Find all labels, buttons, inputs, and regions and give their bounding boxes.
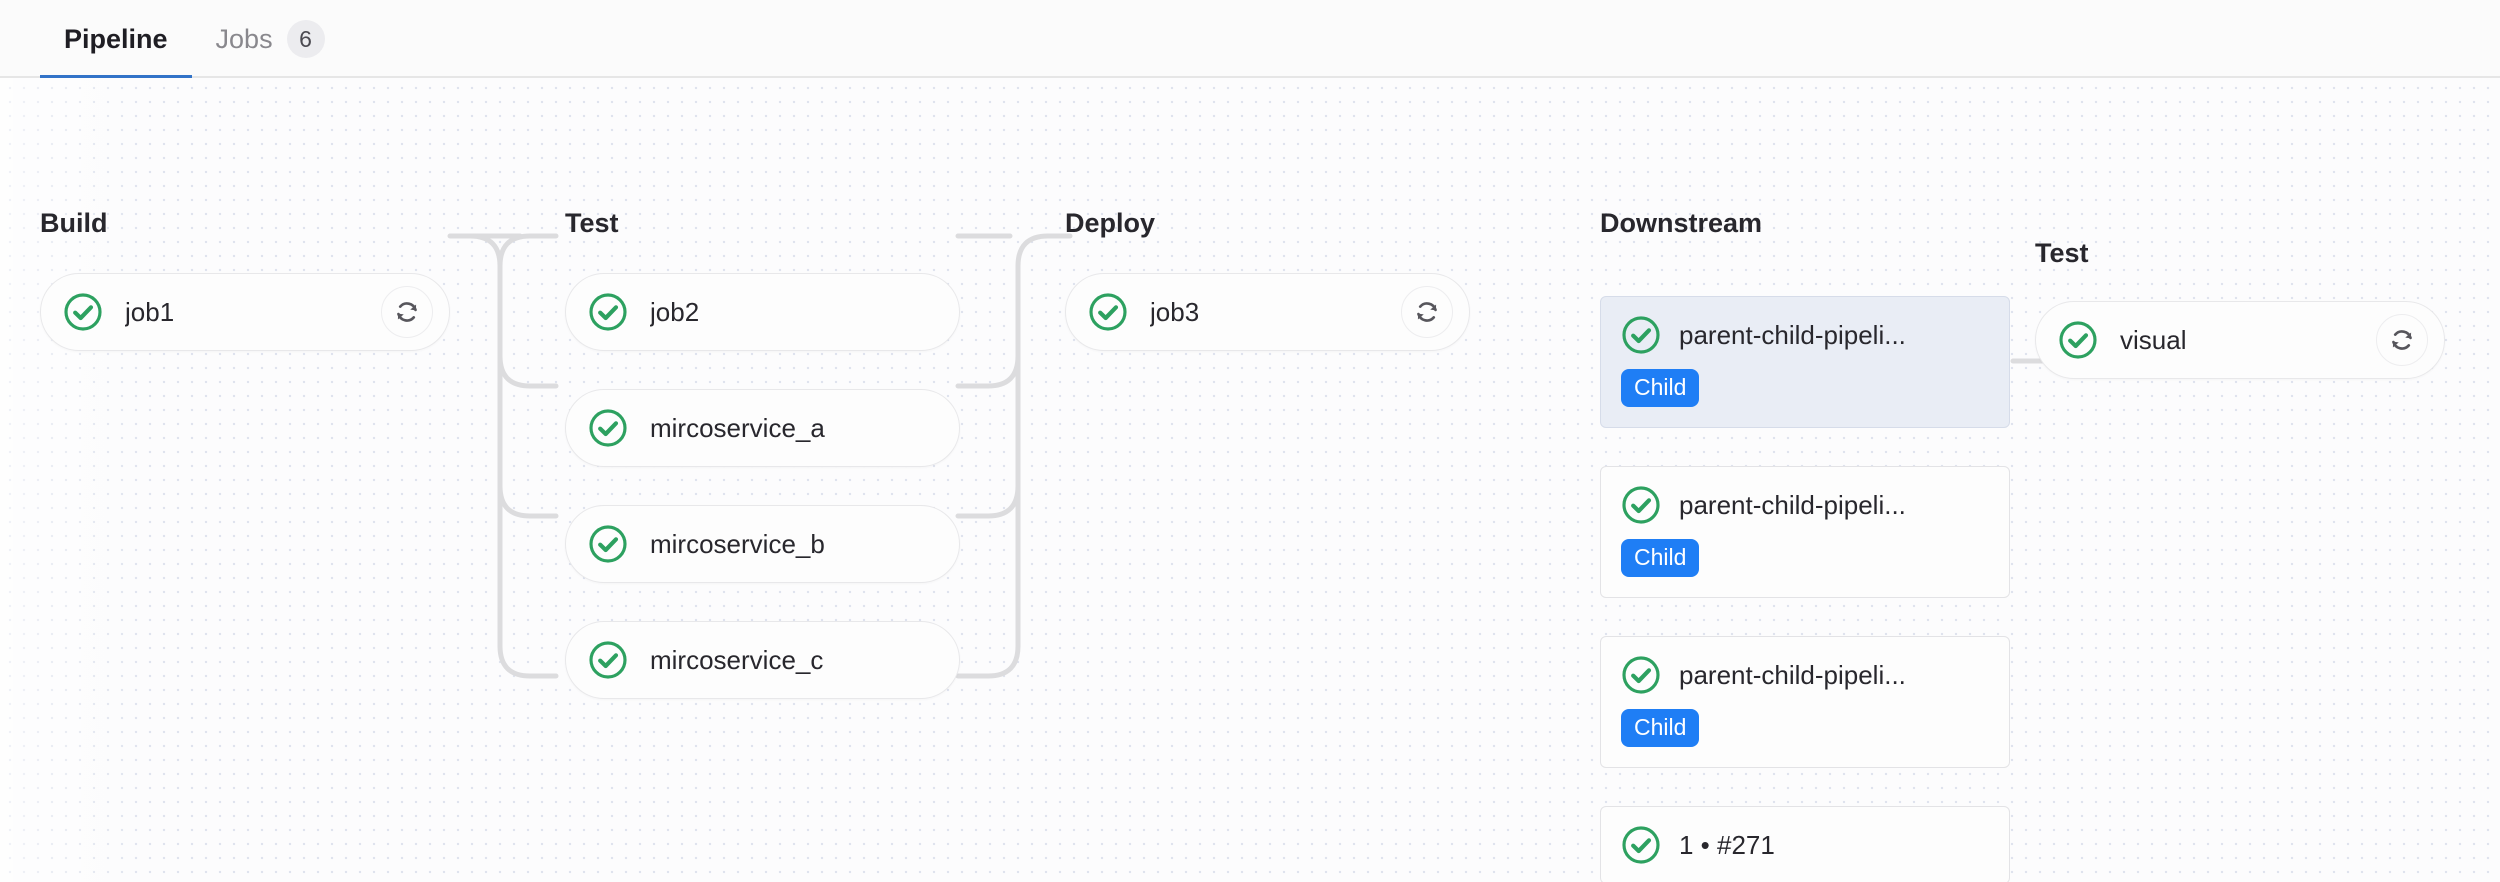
child-pipeline-stage-test: Test visual [2035, 238, 2445, 379]
tab-jobs[interactable]: Jobs 6 [192, 0, 349, 78]
downstream-card-header: parent-child-pipeli... [1621, 485, 1989, 525]
retry-icon[interactable] [1401, 286, 1453, 338]
downstream-card-4[interactable]: 1 • #271 [1600, 806, 2010, 882]
stage-test-jobs: job2 mircoservice_a mircoservice_b [565, 273, 960, 699]
downstream-card-badge: Child [1621, 709, 1700, 748]
retry-icon[interactable] [2376, 314, 2428, 366]
stage-build: Build job1 [40, 208, 450, 351]
retry-glyph [2392, 330, 2412, 350]
tab-pipeline[interactable]: Pipeline [40, 0, 192, 80]
tab-pipeline-label: Pipeline [64, 23, 168, 54]
status-success-icon [589, 525, 627, 563]
job-label: mircoservice_c [650, 644, 824, 675]
downstream-card-header: 1 • #271 [1621, 825, 1989, 865]
status-success-icon [1622, 826, 1660, 864]
pipeline-connectors [447, 233, 2046, 679]
status-success-icon [589, 409, 627, 447]
job-label: mircoservice_a [650, 412, 825, 443]
job-card-mircoservice-c[interactable]: mircoservice_c [565, 621, 960, 699]
job-label: job3 [1150, 296, 1200, 327]
status-success-icon [589, 293, 627, 331]
stage-deploy-jobs: job3 [1065, 273, 1470, 351]
downstream-card-3[interactable]: parent-child-pipeli... Child [1600, 636, 2010, 769]
downstream-card-label: parent-child-pipeli... [1679, 659, 1906, 690]
stage-downstream: Downstream [1600, 208, 1762, 239]
pipeline-tabbar: Pipeline Jobs 6 [0, 0, 2500, 80]
stage-build-jobs: job1 [40, 273, 450, 351]
stage-title-deploy: Deploy [1065, 208, 1156, 238]
job-card-job3[interactable]: job3 [1065, 273, 1470, 351]
job-card-job2[interactable]: job2 [565, 273, 960, 351]
job-label: job2 [650, 296, 700, 327]
downstream-card-badge: Child [1621, 369, 1700, 408]
pipeline-graph-canvas: Build job1 Test [0, 78, 2500, 882]
downstream-card-badge: Child [1621, 539, 1700, 578]
tab-jobs-count-badge: 6 [286, 20, 325, 58]
status-success-icon [589, 641, 627, 679]
job-card-mircoservice-a[interactable]: mircoservice_a [565, 389, 960, 467]
retry-glyph [1417, 302, 1437, 322]
tab-jobs-label: Jobs [215, 23, 273, 54]
status-success-icon [1622, 486, 1660, 524]
child-pipeline-jobs: visual [2035, 301, 2445, 379]
stage-title-build: Build [40, 208, 108, 238]
child-pipeline-stage-title: Test [2035, 238, 2089, 268]
status-success-icon [64, 293, 102, 331]
retry-glyph [397, 302, 417, 322]
status-success-icon [1622, 316, 1660, 354]
job-card-mircoservice-b[interactable]: mircoservice_b [565, 505, 960, 583]
job-card-job1[interactable]: job1 [40, 273, 450, 351]
downstream-card-label: parent-child-pipeli... [1679, 319, 1906, 350]
job-label: job1 [125, 296, 175, 327]
downstream-card-1[interactable]: parent-child-pipeli... Child [1600, 296, 2010, 429]
status-success-icon [1622, 656, 1660, 694]
downstream-card-header: parent-child-pipeli... [1621, 655, 1989, 695]
stage-title-downstream: Downstream [1600, 208, 1763, 238]
downstream-card-label: parent-child-pipeli... [1679, 489, 1906, 520]
downstream-card-header: parent-child-pipeli... [1621, 315, 1989, 355]
stage-title-test: Test [565, 208, 619, 238]
retry-icon[interactable] [381, 286, 433, 338]
status-success-icon [1089, 293, 1127, 331]
job-card-visual[interactable]: visual [2035, 301, 2445, 379]
downstream-card-2[interactable]: parent-child-pipeli... Child [1600, 466, 2010, 599]
downstream-card-label: 1 • #271 [1679, 829, 1775, 860]
job-label: visual [2120, 324, 2187, 355]
stage-test: Test job2 mircoservice_a [565, 208, 960, 699]
stage-deploy: Deploy job3 [1065, 208, 1470, 351]
job-label: mircoservice_b [650, 528, 825, 559]
status-success-icon [2059, 321, 2097, 359]
